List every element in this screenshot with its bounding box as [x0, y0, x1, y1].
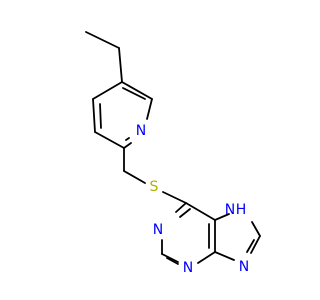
bond-c8-n9: [250, 235, 261, 254]
bond-n9-c4: [214, 251, 235, 261]
bond-c6-n1: [175, 202, 187, 213]
bond-c5-c4: [92, 81, 123, 100]
bond-c2-n1: [123, 142, 132, 149]
n1-label: N: [153, 222, 163, 238]
bond-n1-c6: [146, 98, 153, 120]
n9-label: N: [239, 259, 249, 275]
pyridine-nitrogen-label: N: [136, 123, 146, 139]
bond-c2-n3-inner: [166, 257, 179, 265]
bond-s-purine: [162, 191, 187, 204]
chemical-structure-diagram: N S N H N N N: [85, 31, 261, 276]
purine-ring-system: [161, 202, 261, 265]
bond-c2-n1-inner: [125, 137, 130, 141]
pyridine-ring: [92, 81, 153, 149]
bond-c6-n1-inner: [179, 208, 191, 218]
n3-label: N: [183, 260, 193, 276]
bond-c6-c5-inner: [122, 87, 146, 100]
ethyl-group: [85, 31, 123, 83]
sulfur-label: S: [150, 179, 159, 195]
n7-label: N: [225, 202, 235, 218]
bond-c2-n3: [161, 253, 179, 263]
bond-c4-c3: [92, 98, 96, 133]
bond-ch2-s: [123, 170, 146, 184]
bond-c6-c5: [121, 81, 153, 100]
bond-ch2-ring: [118, 47, 123, 83]
bond-methyl-ch2: [85, 31, 120, 49]
bond-c3-c2: [94, 131, 125, 149]
atom-labels: N S N H N N N: [136, 123, 249, 276]
bond-c8-n9-inner: [246, 239, 255, 253]
bond-n3-c4: [197, 251, 216, 264]
bond-n7-c8: [251, 221, 261, 237]
bond-c6-c5p: [185, 202, 216, 221]
thioether-linker: [123, 147, 187, 204]
bond-c5-n7: [214, 213, 230, 221]
bond-c4-c3-inner: [99, 103, 102, 129]
nh-hydrogen-label: H: [236, 202, 247, 218]
